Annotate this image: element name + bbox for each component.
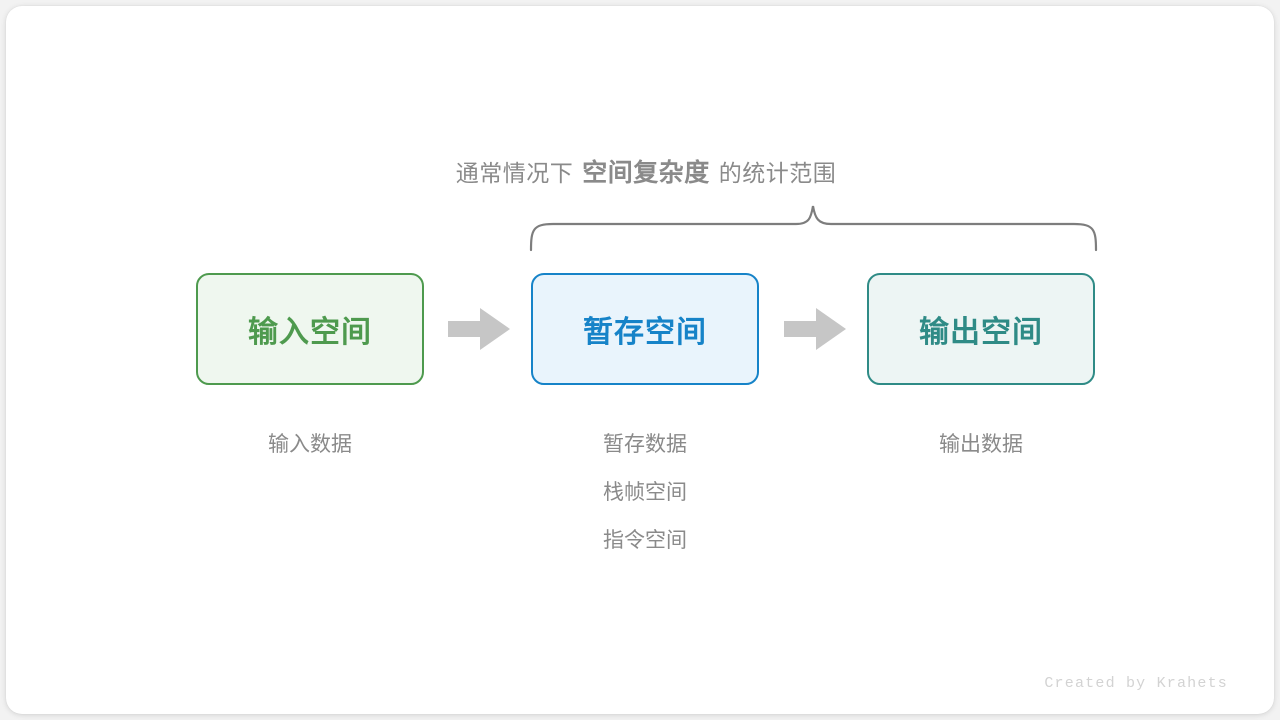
- box-input-space[interactable]: 输入空间: [196, 273, 424, 385]
- caption-prefix: 通常情况下: [455, 160, 574, 186]
- sublabel-item: 栈帧空间: [603, 481, 687, 504]
- sublabel-item: 输出数据: [939, 433, 1023, 456]
- arrow-right-icon: [448, 308, 510, 350]
- caption-emphasis: 空间复杂度: [582, 159, 710, 187]
- sublabel-item: 输入数据: [268, 433, 352, 456]
- caption-suffix: 的统计范围: [718, 160, 837, 186]
- sublabel-item: 暂存数据: [603, 433, 687, 456]
- watermark-credit: Created by Krahets: [1044, 675, 1228, 692]
- box-input-space-label: 输入空间: [248, 316, 372, 349]
- sublabel-item: 指令空间: [603, 529, 687, 552]
- sublabels-input: 输入数据: [196, 421, 424, 469]
- sublabels-output: 输出数据: [867, 421, 1095, 469]
- box-output-space-label: 输出空间: [919, 316, 1043, 349]
- brace-caption: 通常情况下空间复杂度的统计范围: [6, 156, 1280, 190]
- box-temp-space[interactable]: 暂存空间: [531, 273, 759, 385]
- curly-brace-icon: [529, 205, 1098, 252]
- box-temp-space-label: 暂存空间: [583, 316, 707, 349]
- sublabels-temp: 暂存数据 栈帧空间 指令空间: [531, 421, 759, 565]
- box-output-space[interactable]: 输出空间: [867, 273, 1095, 385]
- content-card: 通常情况下空间复杂度的统计范围 输入空间 暂存空间 输出空间 输入数据: [6, 6, 1274, 714]
- arrow-right-icon: [784, 308, 846, 350]
